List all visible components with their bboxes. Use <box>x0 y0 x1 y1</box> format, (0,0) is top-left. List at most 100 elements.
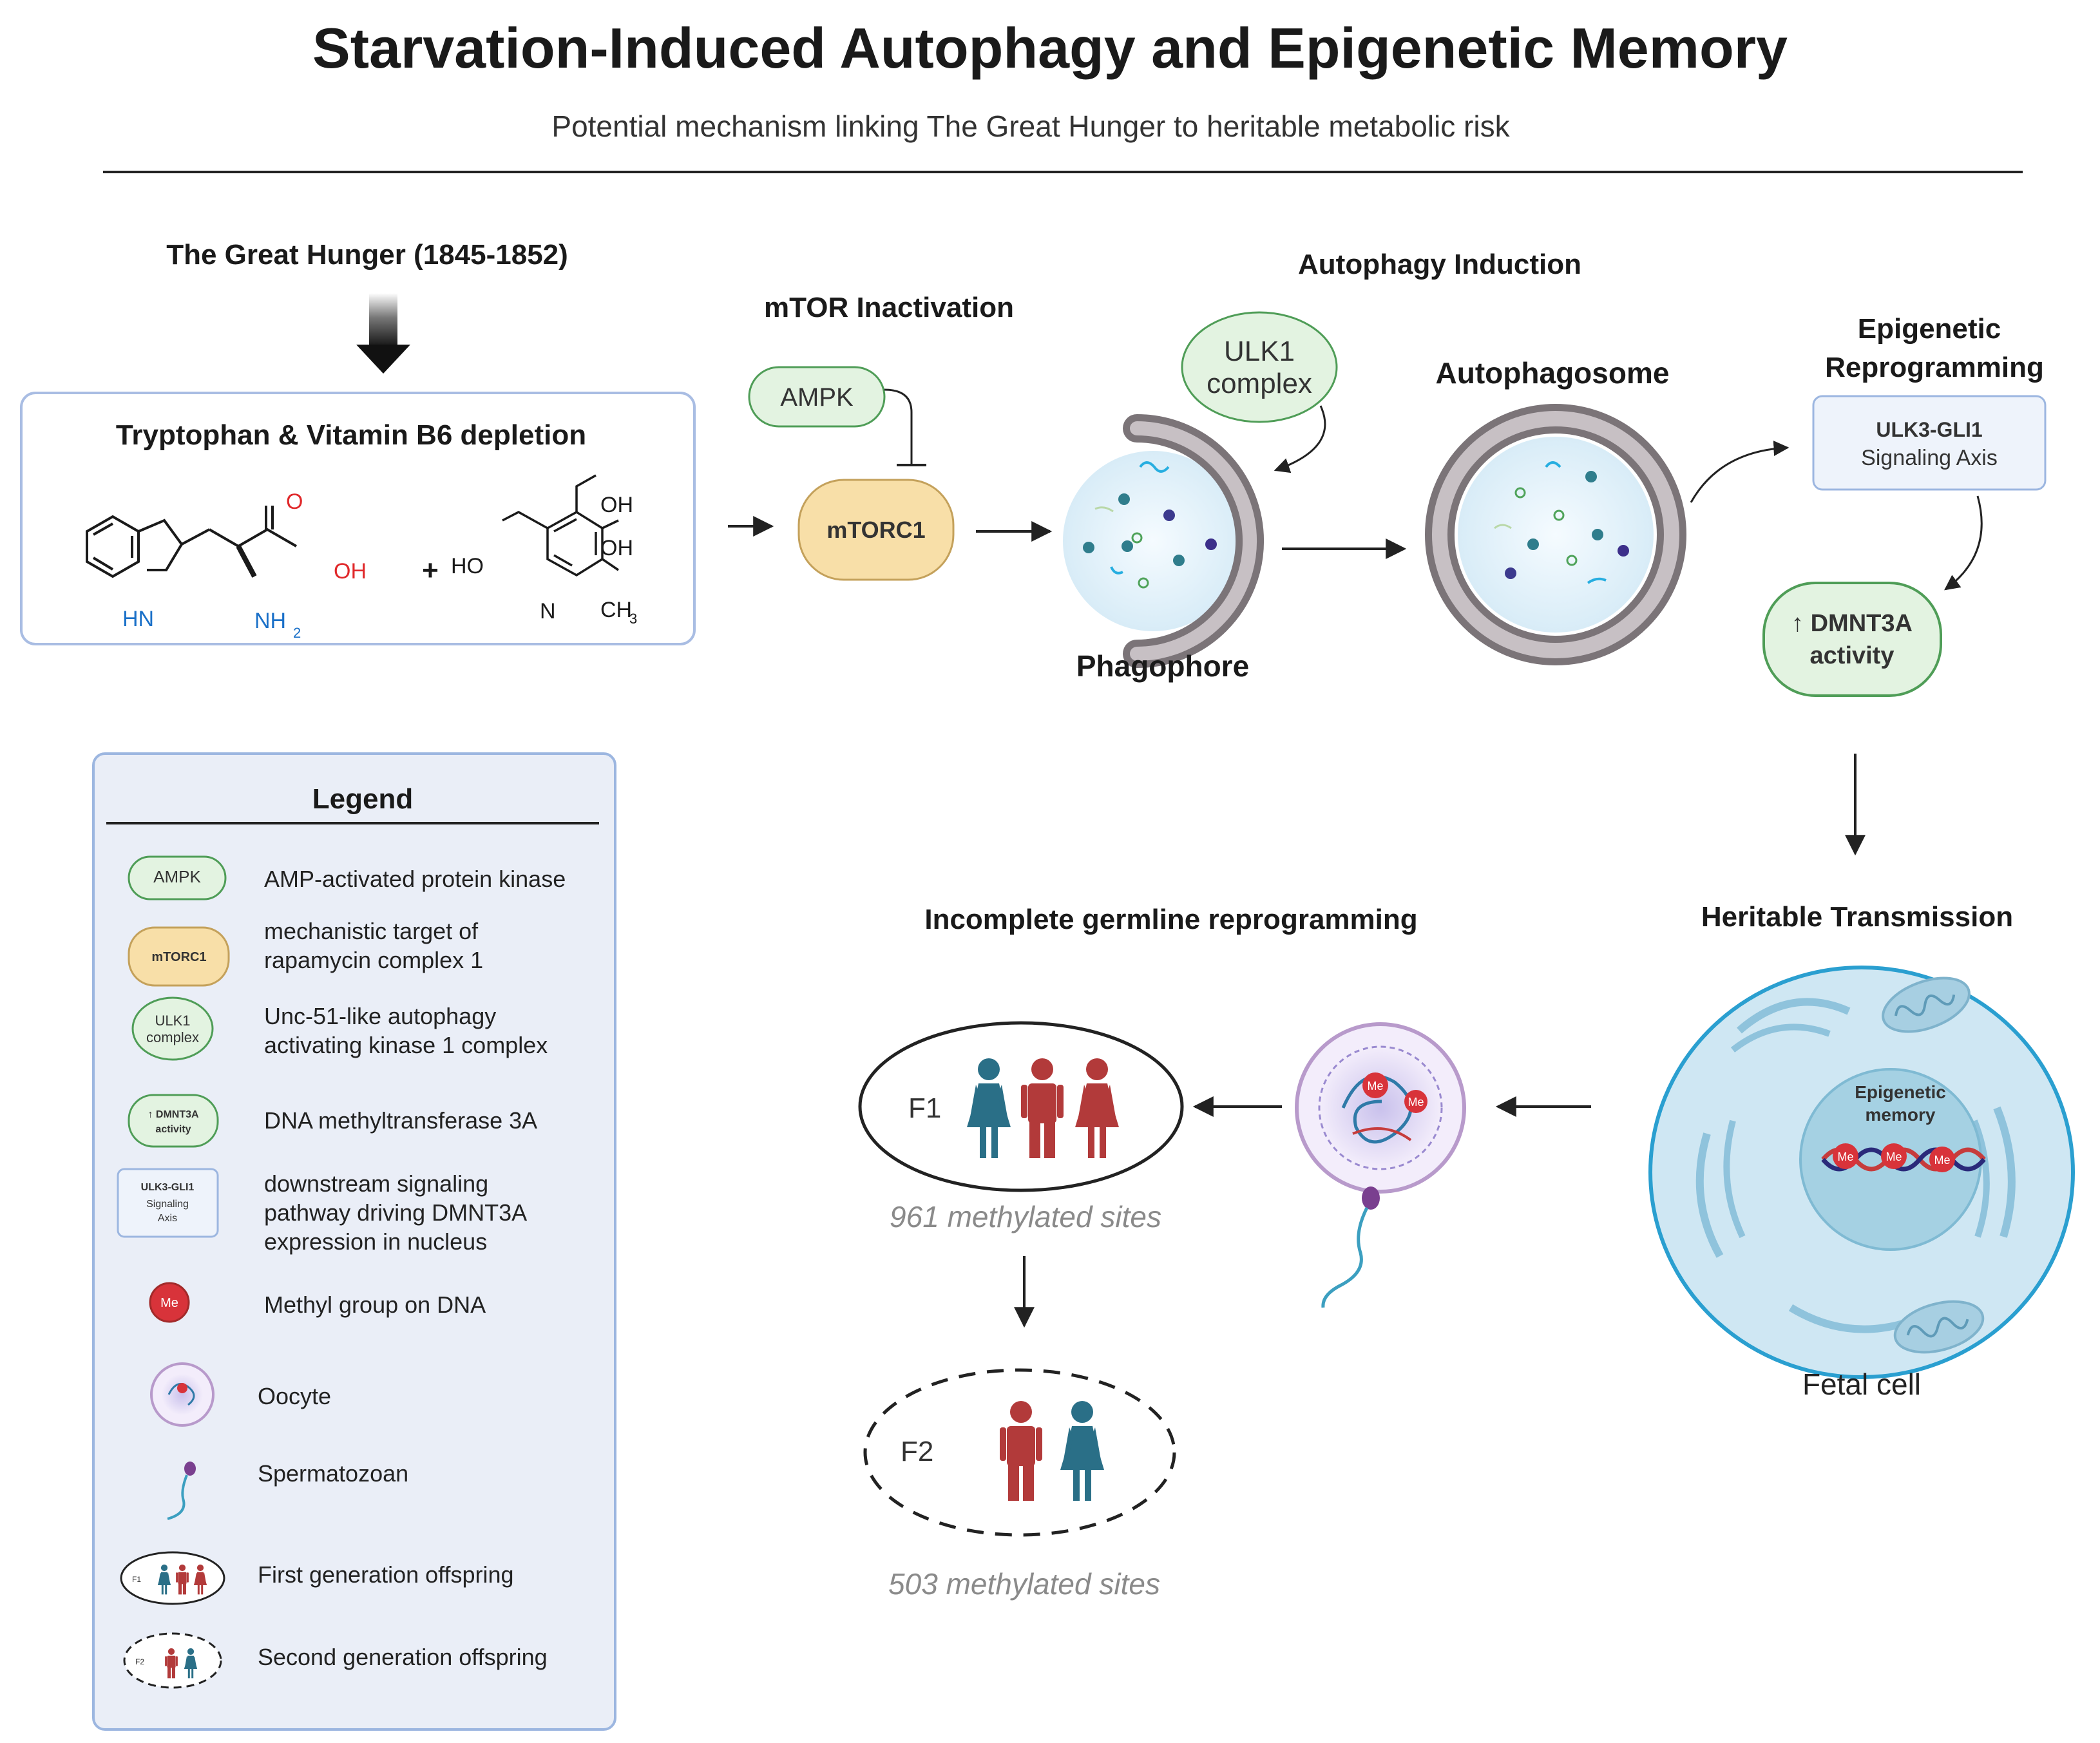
b6-ch3-sub: 3 <box>629 611 637 627</box>
trp-nh2-sub: 2 <box>293 625 301 641</box>
legend-ulk1-icon-text-1: ULK1 <box>155 1013 190 1029</box>
legend-sperm-icon <box>167 1462 196 1520</box>
legend-ulk1-icon <box>131 996 214 1061</box>
trp-oxygen: O <box>286 490 303 514</box>
legend-ampk-icon <box>128 855 227 900</box>
dnmt3a-node <box>1762 582 1942 697</box>
mtor-heading: mTOR Inactivation <box>764 292 1014 323</box>
page-subtitle: Potential mechanism linking The Great Hu… <box>551 110 1510 143</box>
legend-ampk-icon-text: AMPK <box>153 867 201 886</box>
b6-ho-left: HO <box>451 554 484 578</box>
germline-heading: Incomplete germline reprogramming <box>924 904 1417 935</box>
trp-nh2: NH <box>254 609 286 633</box>
ulk1-line2: complex <box>1207 368 1312 399</box>
legend-f1-icon <box>120 1551 225 1605</box>
trp-nh: HN <box>122 607 154 631</box>
trp-hydroxyl: OH <box>334 559 367 584</box>
legend-ulk3-icon <box>117 1168 219 1238</box>
legend-oocyte-desc: Oocyte <box>258 1383 331 1409</box>
f2-sites: 503 methylated sites <box>888 1567 1160 1601</box>
arrow-autophagosome-to-ulk3 <box>1690 441 1790 503</box>
legend-f2-icon-text: F2 <box>135 1657 144 1666</box>
legend-title: Legend <box>312 783 413 815</box>
mtorc1-node <box>797 479 955 581</box>
tryptophan-structure <box>86 506 298 578</box>
mtorc1-label: mTORC1 <box>826 517 925 543</box>
fetal-cell-label: Fetal cell <box>1802 1367 1921 1401</box>
ulk3-gli1-node <box>1812 395 2047 491</box>
legend-ulk3-icon-text-2: Signaling <box>146 1199 189 1210</box>
arrow-ulk1-to-phagophore <box>1274 405 1326 473</box>
autophagosome-illustration <box>1425 404 1686 665</box>
plus-sign: + <box>422 555 439 586</box>
phagophore-label: Phagophore <box>1076 649 1249 683</box>
me-label-2: Me <box>1885 1150 1902 1163</box>
down-arrow-icon <box>356 293 410 374</box>
legend-ulk3-desc-2: pathway driving DMNT3A <box>264 1199 527 1226</box>
legend-dnmt3a-icon-text-1: ↑ DMNT3A <box>148 1109 199 1120</box>
epigenetic-memory-2: memory <box>1866 1105 1936 1125</box>
depletion-box <box>20 392 696 645</box>
legend-mtorc1-desc-2: rapamycin complex 1 <box>264 947 483 973</box>
ampk-node <box>748 366 886 428</box>
legend-mtorc1-desc-1: mechanistic target of <box>264 918 479 944</box>
dnmt3a-line2: activity <box>1810 642 1895 669</box>
oocyte-me-1: Me <box>1367 1080 1383 1092</box>
autophagosome-label: Autophagosome <box>1436 356 1670 390</box>
page-title: Starvation-Induced Autophagy and Epigene… <box>312 16 1788 80</box>
oocyte-illustration <box>1295 1022 1466 1194</box>
legend-oocyte-icon <box>150 1362 215 1427</box>
ulk3-line1: ULK3-GLI1 <box>1876 418 1982 441</box>
ampk-label: AMPK <box>780 383 854 412</box>
autophagy-heading: Autophagy Induction <box>1298 249 1581 280</box>
epigenetic-heading-2: Reprogramming <box>1825 352 2044 383</box>
legend-ulk3-icon-text-3: Axis <box>158 1213 177 1224</box>
fetal-cell-illustration <box>1648 966 2075 1379</box>
b6-oh-top: OH <box>600 493 633 517</box>
legend-methyl-icon <box>149 1282 190 1323</box>
me-label-1: Me <box>1837 1150 1853 1163</box>
legend-f2-icon <box>123 1632 222 1689</box>
arrow-ulk3-to-dnmt3a <box>1944 495 1983 591</box>
b6-ch3: CH <box>600 598 632 622</box>
heritable-heading: Heritable Transmission <box>1701 901 2013 933</box>
ulk3-line2: Signaling Axis <box>1861 446 1998 470</box>
legend-sperm-desc: Spermatozoan <box>258 1460 408 1487</box>
me-label-3: Me <box>1934 1154 1950 1167</box>
f2-label: F2 <box>901 1436 933 1467</box>
legend-ulk3-desc-3: expression in nucleus <box>264 1228 487 1255</box>
legend-ampk-desc: AMP-activated protein kinase <box>264 866 566 892</box>
legend-ulk1-desc-1: Unc-51-like autophagy <box>264 1003 496 1029</box>
oocyte-me-2: Me <box>1408 1096 1424 1109</box>
f1-sites: 961 methylated sites <box>890 1200 1161 1233</box>
legend-methyl-icon-text: Me <box>160 1296 178 1310</box>
legend-f1-desc: First generation offspring <box>258 1561 514 1588</box>
legend-box <box>92 752 616 1731</box>
legend-ulk1-icon-text-2: complex <box>146 1029 199 1045</box>
legend-dnmt3a-icon <box>128 1094 219 1148</box>
great-hunger-label: The Great Hunger (1845-1852) <box>166 239 568 271</box>
legend-mtorc1-icon <box>128 926 230 987</box>
ampk-inhibition-line <box>884 388 913 464</box>
dnmt3a-line1: ↑ DMNT3A <box>1791 610 1913 637</box>
b6-n: N <box>540 599 556 624</box>
phagophore-illustration <box>1063 414 1264 668</box>
legend-f1-icon-text: F1 <box>132 1575 141 1584</box>
ulk1-node <box>1181 311 1338 423</box>
pyridoxine-structure <box>502 474 619 577</box>
f1-label: F1 <box>908 1092 941 1124</box>
legend-mtorc1-icon-text: mTORC1 <box>151 950 206 964</box>
ulk1-line1: ULK1 <box>1224 336 1295 367</box>
b6-oh-right: OH <box>600 536 633 560</box>
depletion-title: Tryptophan & Vitamin B6 depletion <box>116 419 586 451</box>
legend-ulk3-icon-text-1: ULK3-GLI1 <box>141 1182 195 1193</box>
legend-ulk1-desc-2: activating kinase 1 complex <box>264 1032 548 1058</box>
legend-ulk3-desc-1: downstream signaling <box>264 1170 488 1197</box>
epigenetic-heading-1: Epigenetic <box>1858 313 2001 345</box>
epigenetic-memory-1: Epigenetic <box>1855 1082 1946 1102</box>
legend-dnmt3a-icon-text-2: activity <box>155 1124 191 1135</box>
legend-f2-desc: Second generation offspring <box>258 1644 548 1670</box>
legend-methyl-desc: Methyl group on DNA <box>264 1291 486 1318</box>
legend-dnmt3a-desc: DNA methyltransferase 3A <box>264 1107 537 1134</box>
sperm-illustration <box>1321 1186 1380 1308</box>
